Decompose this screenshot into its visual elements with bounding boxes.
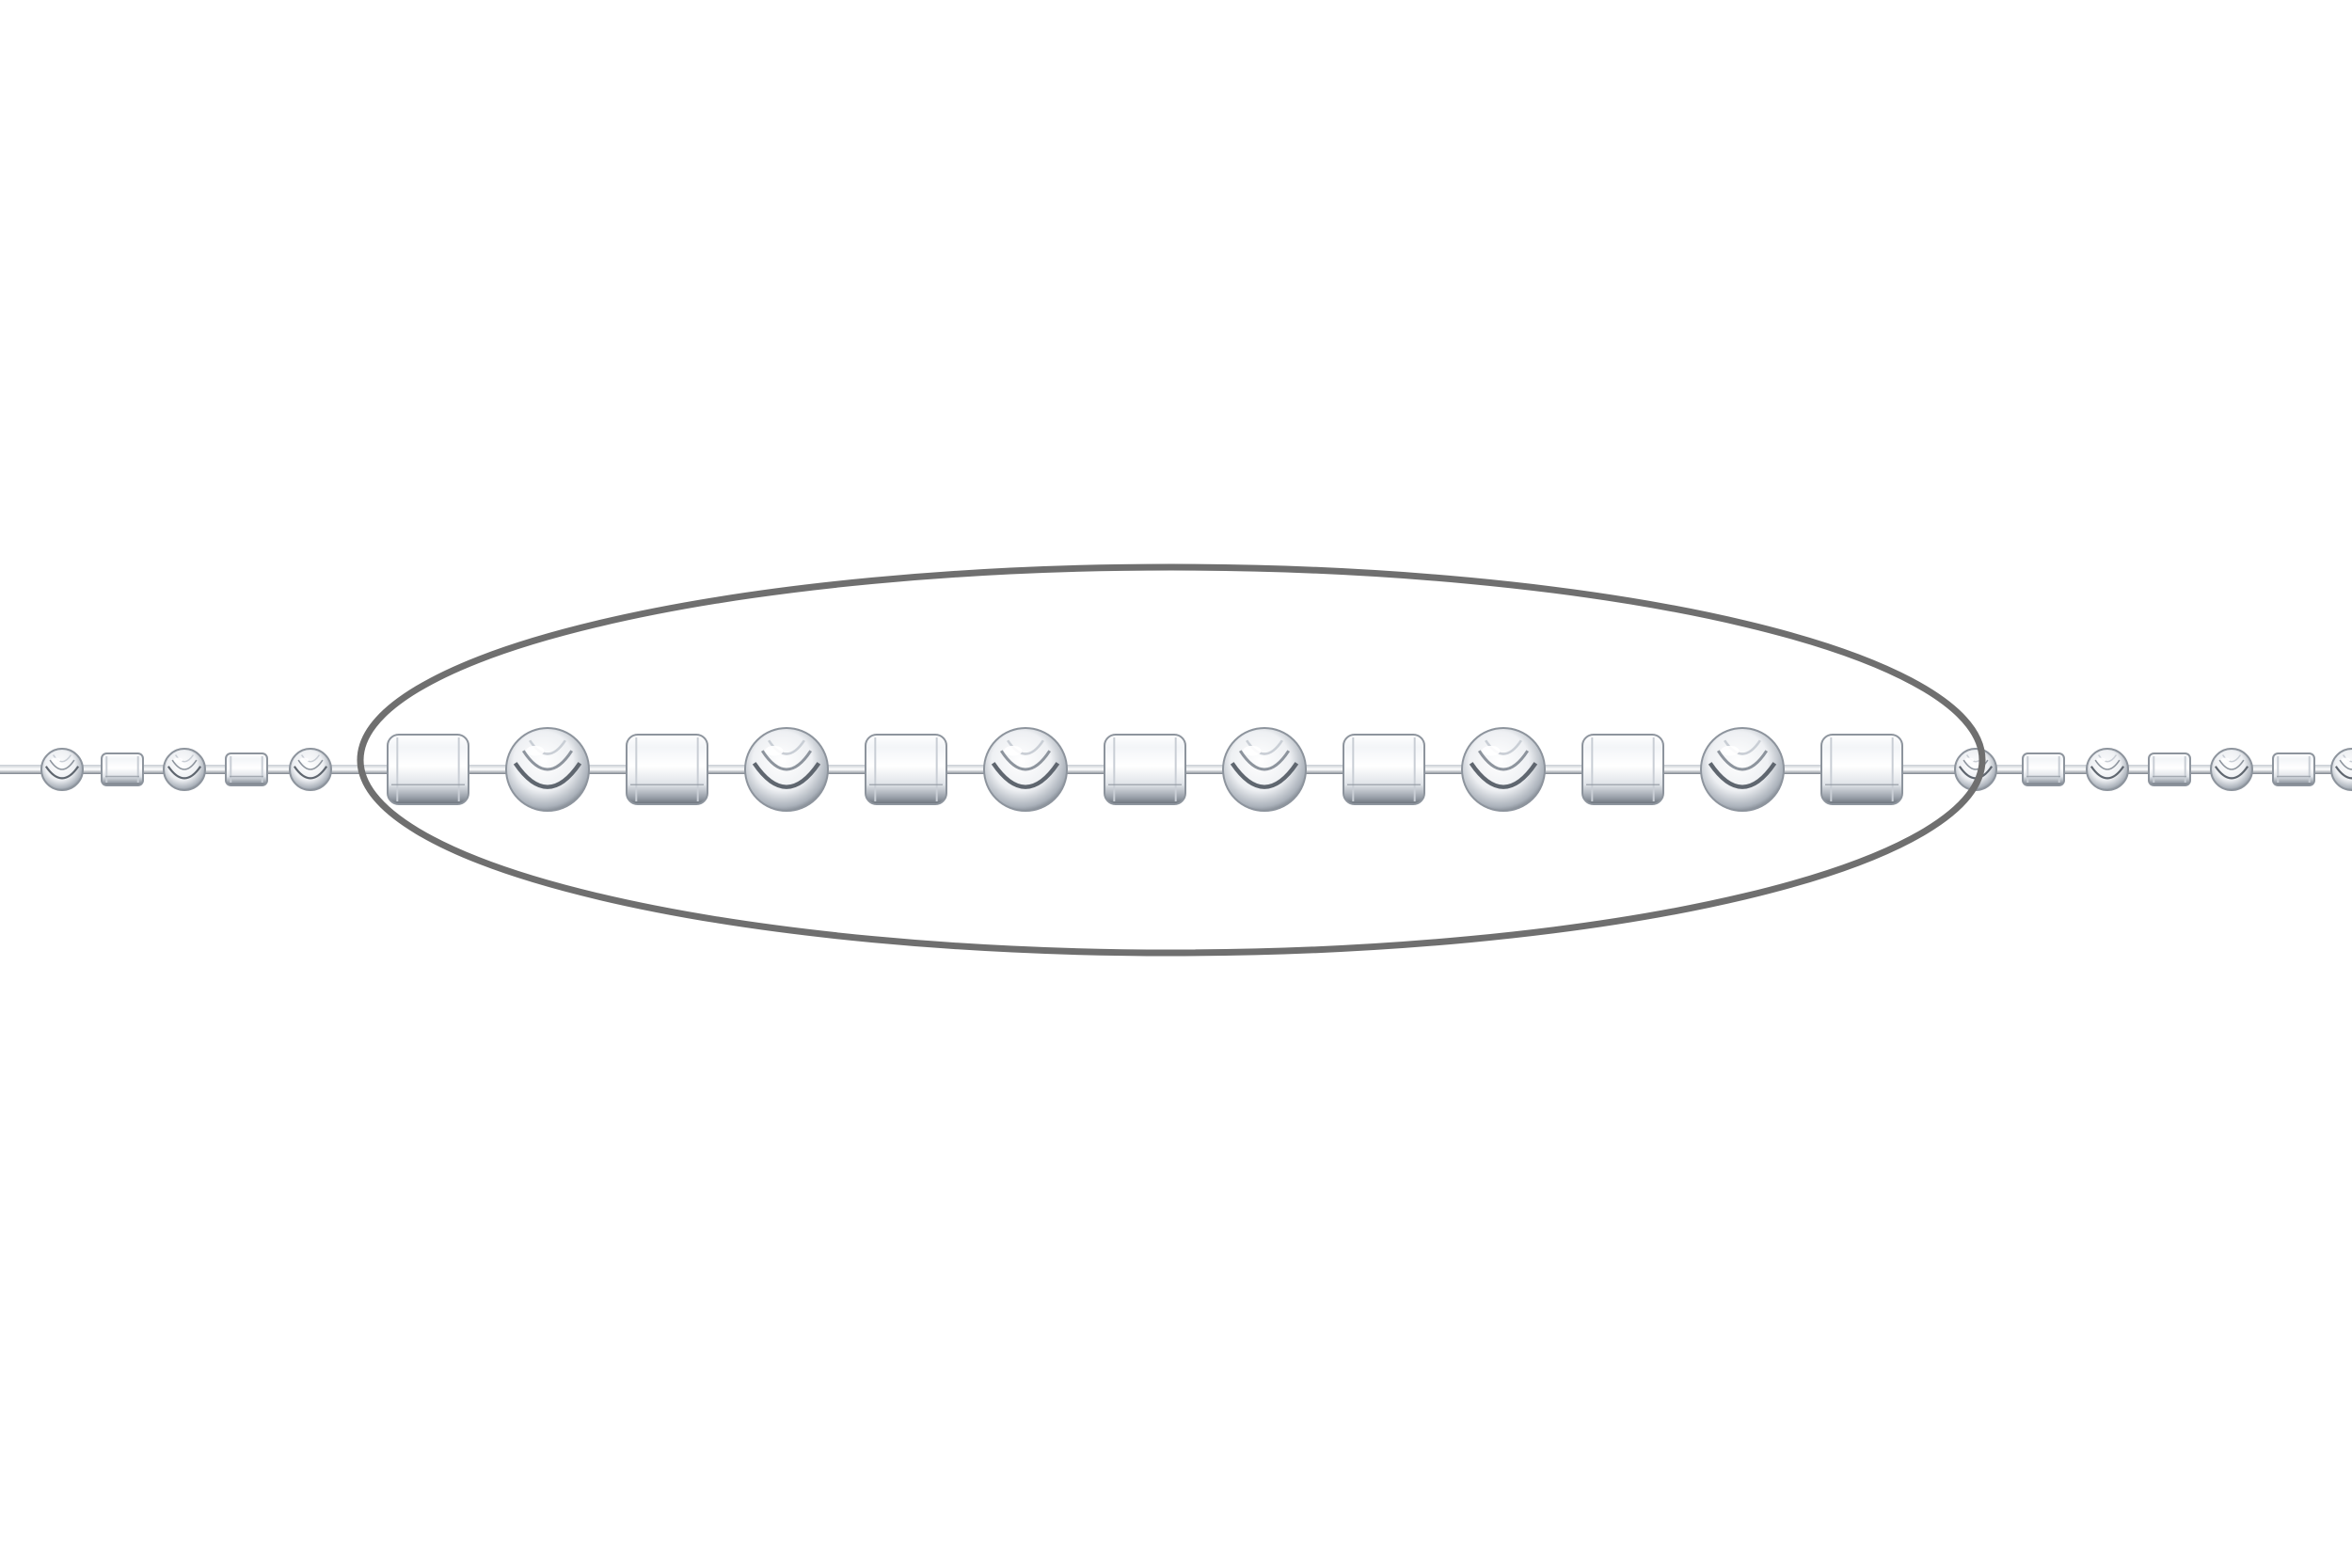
small-ball-bead — [163, 748, 206, 791]
small-barrel-bead — [2148, 752, 2191, 786]
small-ball-bead — [2210, 748, 2253, 791]
small-ball-bead — [2330, 748, 2352, 791]
large-ball-bead — [1222, 727, 1307, 812]
chain — [0, 727, 2352, 812]
large-barrel-bead — [387, 734, 469, 805]
large-ball-bead — [744, 727, 829, 812]
small-barrel-bead — [2022, 752, 2065, 786]
large-ball-bead — [1700, 727, 1785, 812]
small-ball-bead — [289, 748, 332, 791]
large-ball-bead — [983, 727, 1068, 812]
small-ball-bead — [40, 748, 84, 791]
large-ball-bead — [505, 727, 590, 812]
small-barrel-bead — [225, 752, 268, 786]
small-barrel-bead — [101, 752, 144, 786]
large-barrel-bead — [1104, 734, 1186, 805]
magnifier-ellipse — [357, 563, 1986, 957]
large-barrel-bead — [1581, 734, 1664, 805]
large-barrel-bead — [1820, 734, 1903, 805]
large-barrel-bead — [865, 734, 947, 805]
large-ball-bead — [1461, 727, 1546, 812]
large-barrel-bead — [626, 734, 708, 805]
large-barrel-bead — [1343, 734, 1425, 805]
small-ball-bead — [2086, 748, 2129, 791]
small-barrel-bead — [2272, 752, 2315, 786]
